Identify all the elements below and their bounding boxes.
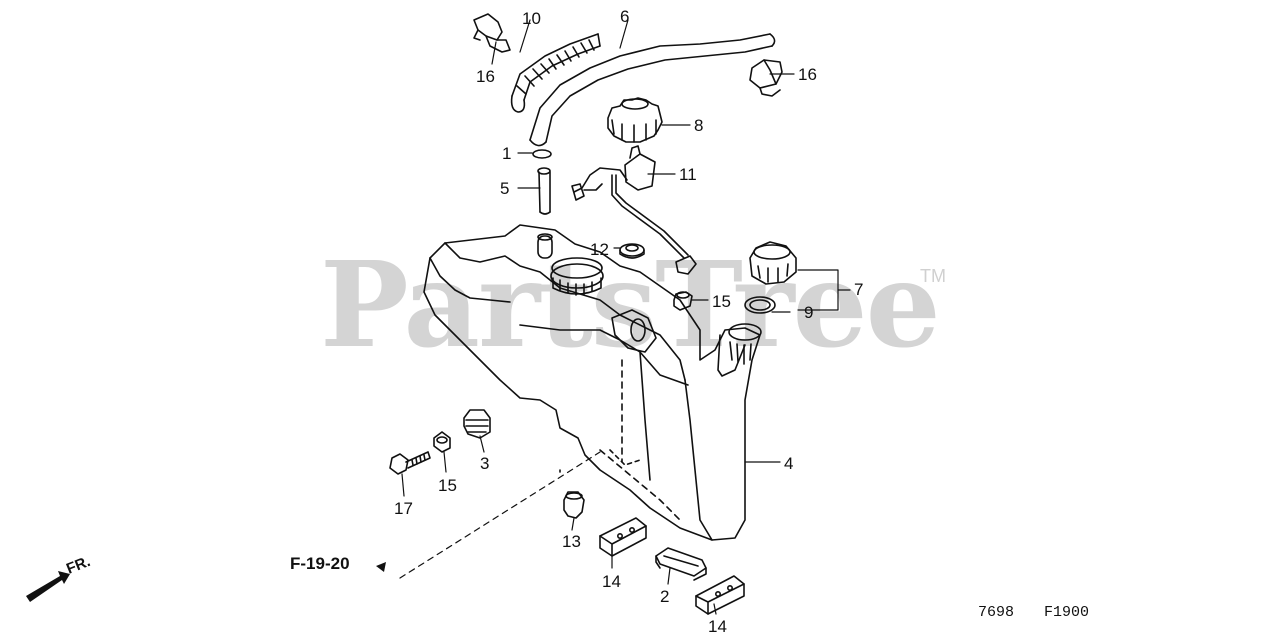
gasket-9 bbox=[744, 296, 776, 314]
o-ring-1 bbox=[532, 149, 552, 159]
bracket-14b bbox=[695, 575, 745, 615]
callout-6: 6 bbox=[620, 7, 630, 26]
trademark-mark: TM bbox=[920, 266, 946, 286]
callout-12: 12 bbox=[590, 240, 609, 259]
diagram-code-right: F1900 bbox=[1044, 604, 1090, 621]
callout-14-upper: 14 bbox=[602, 572, 621, 591]
callout-16-left: 16 bbox=[476, 67, 495, 86]
callout-15-lower: 15 bbox=[438, 476, 457, 495]
callout-16-right: 16 bbox=[798, 65, 817, 84]
callout-4: 4 bbox=[784, 454, 794, 473]
callout-3: 3 bbox=[480, 454, 490, 473]
breather-hose-10 bbox=[510, 33, 601, 113]
diagram-code-left: 7698 bbox=[978, 604, 1015, 621]
fuel-cap-8 bbox=[607, 97, 663, 143]
callout-17: 17 bbox=[394, 499, 413, 518]
bracket-14a bbox=[599, 517, 647, 557]
leader-lines bbox=[399, 19, 851, 615]
callout-10: 10 bbox=[522, 9, 541, 28]
cap-15-upper bbox=[673, 291, 693, 311]
callout-8: 8 bbox=[694, 116, 704, 135]
hose-clamp-16b bbox=[749, 59, 783, 97]
callout-11: 11 bbox=[679, 165, 697, 184]
figure-reference-label: F-19-20 bbox=[290, 554, 350, 573]
callout-13: 13 bbox=[562, 532, 581, 551]
callout-9: 9 bbox=[804, 303, 814, 322]
callout-14-lower: 14 bbox=[708, 617, 727, 636]
callout-7: 7 bbox=[854, 280, 864, 299]
filler-cap-7 bbox=[749, 241, 797, 285]
hose-clamp-16a bbox=[473, 13, 511, 53]
washer-15-lower bbox=[433, 431, 451, 453]
rubber-pad-2 bbox=[655, 547, 707, 581]
grommet-12 bbox=[619, 243, 645, 259]
mount-rubber-3 bbox=[463, 409, 491, 439]
front-direction-arrow bbox=[26, 571, 70, 602]
vent-hose-6 bbox=[529, 33, 776, 147]
cushion-13 bbox=[563, 491, 585, 519]
callout-15-upper: 15 bbox=[712, 292, 731, 311]
callout-1: 1 bbox=[502, 144, 512, 163]
callout-2: 2 bbox=[660, 587, 670, 606]
watermark-text: PartsTree bbox=[320, 235, 941, 374]
reference-arrowhead bbox=[376, 562, 386, 572]
fuel-tank bbox=[423, 224, 762, 541]
joint-pipe-5 bbox=[537, 167, 551, 215]
bolt-17 bbox=[389, 451, 431, 475]
callout-5: 5 bbox=[500, 179, 510, 198]
fuel-gauge-sender-11 bbox=[571, 145, 697, 275]
